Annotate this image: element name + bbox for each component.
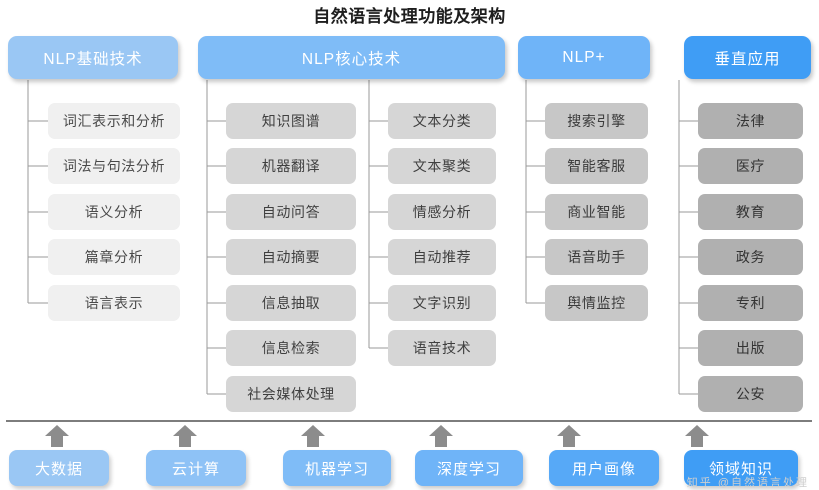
header-nlp-core[interactable]: NLP核心技术 [198,36,505,79]
node-core-right-4[interactable]: 文字识别 [388,285,496,321]
node-core-left-1[interactable]: 机器翻译 [226,148,356,184]
node-label: 公安 [735,386,766,402]
node-core-left-3[interactable]: 自动摘要 [226,239,356,275]
node-label: 社会媒体处理 [247,386,335,402]
base-box-label: 云计算 [171,460,220,478]
arrow-up-icon-5 [685,425,709,447]
node-label: 文字识别 [412,295,472,311]
header-vertical-application[interactable]: 垂直应用 [684,36,811,79]
node-vertical-5[interactable]: 出版 [698,330,803,366]
node-label: 智能客服 [567,158,626,174]
node-label: 词汇表示和分析 [62,113,166,129]
watermark: 知乎 @自然语言处理 [686,477,809,489]
node-core-left-2[interactable]: 自动问答 [226,194,356,230]
arrow-up-icon-3 [429,425,453,447]
base-box-label: 大数据 [34,460,83,478]
node-vertical-2[interactable]: 教育 [698,194,803,230]
node-plus-4[interactable]: 舆情监控 [545,285,648,321]
base-box-user-profile[interactable]: 用户画像 [549,450,659,486]
node-label: 词法与句法分析 [62,158,166,174]
arrow-up-icon-1 [173,425,197,447]
node-core-left-4[interactable]: 信息抽取 [226,285,356,321]
foundation-divider [6,420,812,422]
node-plus-1[interactable]: 智能客服 [545,148,648,184]
node-foundation-0[interactable]: 词汇表示和分析 [48,103,180,139]
node-core-right-3[interactable]: 自动推荐 [388,239,496,275]
header-nlp-plus[interactable]: NLP+ [518,36,650,79]
node-label: 政务 [735,249,766,265]
node-core-left-6[interactable]: 社会媒体处理 [226,376,356,412]
node-label: 文本聚类 [412,158,472,174]
node-label: 文本分类 [412,113,472,129]
node-label: 语音技术 [412,340,472,356]
node-vertical-4[interactable]: 专利 [698,285,803,321]
node-label: 出版 [735,340,766,356]
base-box-label: 领域知识 [708,460,773,478]
node-label: 教育 [735,204,766,220]
node-plus-3[interactable]: 语音助手 [545,239,648,275]
node-label: 商业智能 [567,204,626,220]
node-vertical-0[interactable]: 法律 [698,103,803,139]
node-plus-2[interactable]: 商业智能 [545,194,648,230]
node-label: 语义分析 [84,204,144,220]
base-box-domain-knowledge[interactable]: 领域知识 [684,450,798,486]
node-core-left-0[interactable]: 知识图谱 [226,103,356,139]
node-label: 情感分析 [412,204,472,220]
node-label: 自动问答 [261,204,321,220]
node-core-right-1[interactable]: 文本聚类 [388,148,496,184]
node-label: 语言表示 [84,295,144,311]
page-title: 自然语言处理功能及架构 [313,7,506,26]
node-foundation-2[interactable]: 语义分析 [48,194,180,230]
node-vertical-6[interactable]: 公安 [698,376,803,412]
node-label: 信息检索 [261,340,321,356]
node-foundation-1[interactable]: 词法与句法分析 [48,148,180,184]
base-box-deep-learning[interactable]: 深度学习 [415,450,523,486]
base-box-machine-learning[interactable]: 机器学习 [283,450,391,486]
node-label: 自动推荐 [412,249,472,265]
header-nlp-foundation[interactable]: NLP基础技术 [8,36,178,79]
node-label: 医疗 [735,158,766,174]
node-label: 机器翻译 [261,158,321,174]
arrow-up-icon-2 [301,425,325,447]
arrow-up-icon-4 [557,425,581,447]
node-foundation-3[interactable]: 篇章分析 [48,239,180,275]
node-label: 自动摘要 [261,249,321,265]
base-box-cloud-computing[interactable]: 云计算 [146,450,246,486]
base-box-label: 机器学习 [304,460,369,478]
header-label: 垂直应用 [714,50,781,68]
node-core-right-2[interactable]: 情感分析 [388,194,496,230]
node-foundation-4[interactable]: 语言表示 [48,285,180,321]
node-core-right-5[interactable]: 语音技术 [388,330,496,366]
header-label: NLP核心技术 [301,50,402,68]
node-label: 专利 [735,295,766,311]
base-box-big-data[interactable]: 大数据 [9,450,109,486]
node-plus-0[interactable]: 搜索引擎 [545,103,648,139]
node-label: 信息抽取 [261,295,321,311]
node-label: 法律 [735,113,766,129]
base-box-label: 深度学习 [436,460,501,478]
header-label: NLP基础技术 [43,50,143,68]
node-label: 语音助手 [567,249,626,265]
node-vertical-1[interactable]: 医疗 [698,148,803,184]
node-label: 篇章分析 [84,249,144,265]
node-vertical-3[interactable]: 政务 [698,239,803,275]
node-label: 知识图谱 [261,113,321,129]
node-label: 搜索引擎 [567,113,626,129]
node-core-right-0[interactable]: 文本分类 [388,103,496,139]
node-label: 舆情监控 [567,295,626,311]
base-box-label: 用户画像 [571,460,636,478]
header-label: NLP+ [562,48,606,66]
node-core-left-5[interactable]: 信息检索 [226,330,356,366]
arrow-up-icon-0 [45,425,69,447]
